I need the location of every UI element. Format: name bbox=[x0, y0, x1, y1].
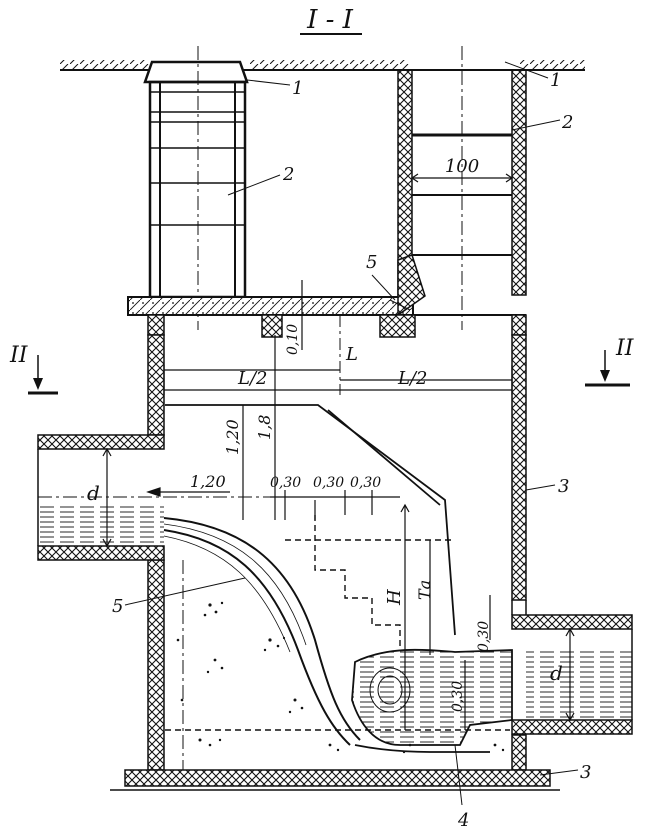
dim-bottom-030: 0,30 bbox=[450, 681, 466, 712]
dim-step-030-a: 0,30 bbox=[270, 475, 301, 491]
dim-height-H: H bbox=[384, 589, 405, 606]
dim-slab-offset: 0,10 bbox=[285, 324, 301, 355]
dimension-lines bbox=[102, 173, 575, 730]
outlet-pipe bbox=[511, 600, 633, 735]
dim-pipe-d-left: d bbox=[87, 481, 100, 505]
callout-leaders bbox=[124, 61, 579, 806]
callout-5-jet: 5 bbox=[112, 596, 123, 617]
dim-depth-18: 1,8 bbox=[255, 415, 274, 440]
stone-fill bbox=[176, 601, 505, 754]
dim-pipe-d-right: d bbox=[550, 661, 563, 685]
water-cushion bbox=[351, 648, 513, 753]
cover-slab bbox=[127, 254, 527, 338]
callout-5-slab: 5 bbox=[366, 252, 377, 273]
callout-1-left: 1 bbox=[292, 78, 303, 99]
left-access-shaft bbox=[143, 46, 249, 330]
callout-3-base: 3 bbox=[580, 762, 591, 783]
dim-jet-120: 1,20 bbox=[190, 472, 226, 491]
dim-step-030-c: 0,30 bbox=[350, 475, 381, 491]
dim-shaft-width: 100 bbox=[445, 156, 479, 177]
dim-L: L bbox=[345, 344, 358, 365]
dim-step-030-b: 0,30 bbox=[313, 475, 344, 491]
callout-3-wall: 3 bbox=[558, 476, 569, 497]
callout-1-right: 1 bbox=[550, 70, 561, 91]
right-access-shaft bbox=[397, 46, 527, 330]
section-marker-left: II bbox=[9, 343, 58, 395]
section-marker-right: II bbox=[585, 336, 635, 387]
step-profile bbox=[165, 515, 510, 731]
callout-2-right: 2 bbox=[561, 112, 573, 133]
svg-text:II: II bbox=[9, 343, 29, 368]
ground-surface bbox=[60, 60, 585, 71]
dim-side-030: 0,30 bbox=[476, 621, 492, 652]
svg-text:II: II bbox=[615, 336, 635, 361]
chamber-walls bbox=[110, 334, 560, 791]
inlet-pipe bbox=[37, 434, 285, 561]
baffle-wall bbox=[165, 404, 456, 636]
dim-ha: Tа bbox=[415, 580, 434, 600]
callout-4: 4 bbox=[457, 810, 469, 831]
dim-depth-120: 1,20 bbox=[223, 419, 242, 455]
callout-2-left: 2 bbox=[282, 164, 294, 185]
water-jet bbox=[163, 517, 361, 746]
dim-L-half-right: L/2 bbox=[397, 368, 427, 389]
section-title: I - I bbox=[306, 5, 354, 35]
dim-L-half-left: L/2 bbox=[237, 368, 267, 389]
